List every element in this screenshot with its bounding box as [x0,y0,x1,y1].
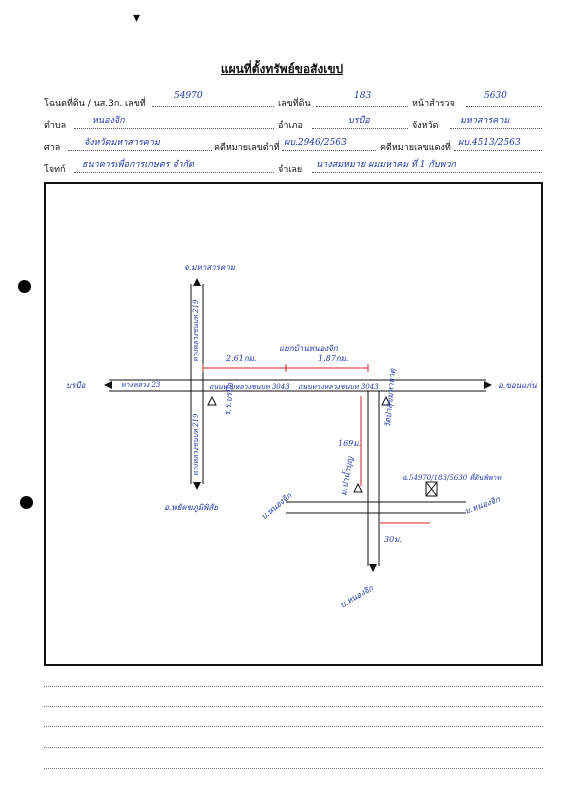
punch-hole-bottom [20,496,33,509]
court-value: จังหวัดมหาสารคาม [84,138,160,148]
road-east-label: บ.หนองจิก [464,495,503,516]
red-case-label: คดีหมายเลขแดงที่ [380,143,451,153]
land-no-dotline [316,106,408,107]
defendant-label: จำเลย [278,165,303,175]
map-east-label: อ.ขอนแก่น [498,381,537,390]
deed-label: โฉนดที่ดิน / นส.3ก. เลขที่ [44,99,146,109]
page-title: แผนที่ตั้งทรัพย์ขอสังเขป [220,62,344,76]
header-row-parties: โจทก์ ธนาคารเพื่อการเกษตร จำกัด จำเลย นา… [44,160,544,176]
land-no-label: เลขที่ดิน [278,99,311,109]
province-dotline [450,128,542,129]
blank-line-3 [44,726,543,727]
distance-bottom-label: 30ม. [384,535,402,544]
arrow-east [484,381,492,389]
deed-dotline [152,106,274,107]
defendant-value: นางสมหมาย ผมมหาคม ที่ 1 กับพวก [316,160,456,170]
map-frame: จ.มหาสารคาม บรบือ อ.ขอนแก่น อ.พยัคฆภูมิพ… [44,182,543,666]
survey-page-number: 5630 [484,91,507,101]
south-road-label: ทางหลวงชนบท 219 [192,413,200,476]
distance-vertical-label: 169ม. [338,439,361,448]
deed-number: 54970 [174,91,203,101]
landmark-east-label: วัดป่าสุขมหาธาตุ [383,368,398,429]
village-label: ม.ป่าน้ำบุญ [337,455,356,497]
header-row-deed: โฉนดที่ดิน / นส.3ก. เลขที่ 54970 เลขที่ด… [44,91,544,110]
punch-hole-top [18,280,31,293]
map-south-label: อ.พยัคฆภูมิพิสัย [164,503,219,513]
highway-label-east: ถนนทางหลวงชนบท 3043 [298,383,379,391]
village-icon [353,482,363,493]
subdistrict-value: หนองจิก [92,116,125,126]
landmark-west-label: ร.ร.บรบือ [223,381,235,416]
corner-mark: ▾ [133,10,141,26]
land-number: 183 [354,91,372,101]
header-row-location: ตำบล หนองจิก อำเภอ บรบือ จังหวัด มหาสารค… [44,116,544,132]
plaintiff-label: โจทก์ [44,165,66,175]
distance-left-label: 2.61กม. [225,354,256,363]
plaintiff-dotline [74,172,274,173]
map-north-label: จ.มหาสารคาม [184,263,236,272]
district-dotline [312,128,408,129]
blank-line-5 [44,768,543,769]
location-map: จ.มหาสารคาม บรบือ อ.ขอนแก่น อ.พยัคฆภูมิพ… [66,263,537,610]
survey-page-dotline [466,106,542,107]
arrow-north [193,278,201,286]
land-plot-cross-2 [425,481,438,497]
court-label: ศาล [44,143,61,153]
header-row-court: ศาล จังหวัดมหาสารคาม คดีหมายเลขดำที่ ผบ.… [44,138,544,154]
subdistrict-dotline [74,128,274,129]
arrow-west [104,381,112,389]
land-plot-label: ฉ.54970/183/5630 ที่ดินพิพาท [402,472,502,482]
highway-label-mid: ถนนทางหลวงชนบท 3043 [209,383,290,391]
arrow-south [193,482,201,490]
black-case-dotline [282,150,376,151]
province-value: มหาสารคาม [460,116,510,126]
blank-line-4 [44,747,543,748]
distance-right-label: 1.87กม. [318,354,348,363]
black-case-value: ผบ.2946/2563 [284,138,347,148]
survey-page-label: หน้าสำรวจ [412,99,455,109]
subdistrict-label: ตำบล [44,121,67,131]
road-west-label: บ.หนองจิก [260,490,295,521]
landmark-west-icon [207,395,217,406]
defendant-dotline [312,172,542,173]
district-value: บรบือ [348,116,370,126]
red-case-value: ผบ.4513/2563 [458,138,521,148]
highway-label-west: ทางหลวง 23 [121,381,161,389]
junction-label: แยกบ้านหนองจิก [279,344,339,353]
court-dotline [68,150,212,151]
arrow-side-south [369,564,377,572]
plaintiff-value: ธนาคารเพื่อการเกษตร จำกัด [82,160,194,170]
north-road-label: ทางหลวงชนบท 219 [192,299,200,362]
land-plot-icon [425,481,438,497]
black-case-label: คดีหมายเลขดำที่ [214,143,280,153]
landmark-east-icon [381,395,391,406]
blank-line-1 [44,686,543,687]
south-road-end-label: บ.หนองจิก [339,583,376,610]
red-case-dotline [454,150,542,151]
map-west-label: บรบือ [66,381,86,390]
district-label: อำเภอ [278,121,303,131]
province-label: จังหวัด [412,121,439,131]
blank-line-2 [44,706,543,707]
